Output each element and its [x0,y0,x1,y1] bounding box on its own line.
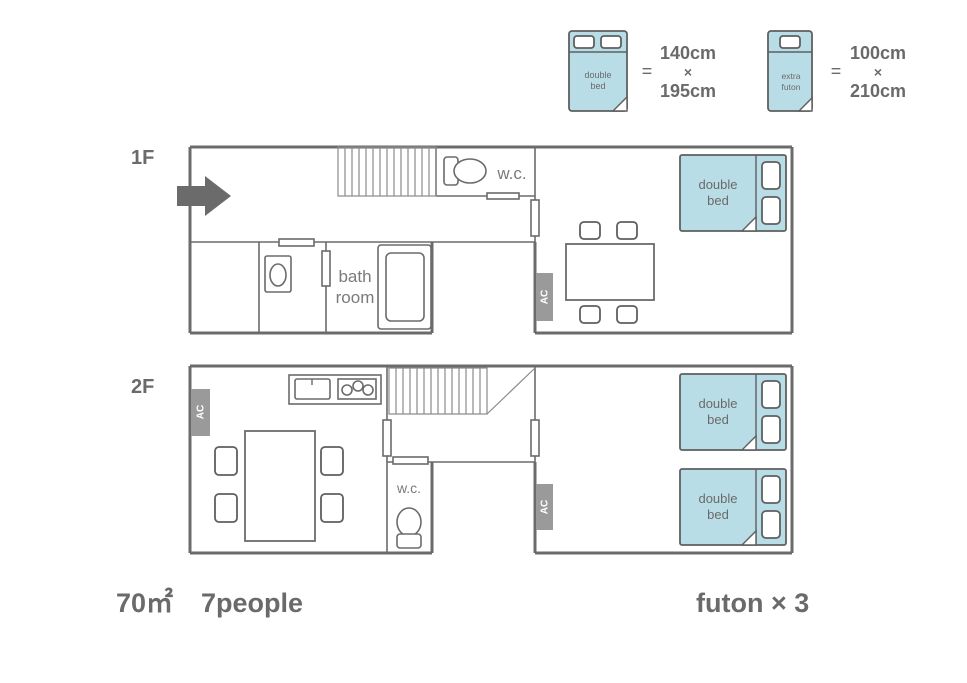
door[interactable] [382,419,392,457]
legend-extra-futon-times: × [874,64,882,80]
entrance-arrow-icon [177,176,231,216]
legend-double-bed-times: × [684,64,692,80]
wc-label: w.c. [496,164,526,183]
ac-label: AC [540,500,551,514]
kitchen-counter [288,374,382,405]
double-bed: double bed [679,373,787,451]
legend-double-bed-width: 140cm [660,43,716,63]
bed-label-2: bed [707,412,729,427]
ac-label: AC [540,290,551,304]
dining-table [214,430,344,542]
legend-double-bed-label-1: double [584,70,611,80]
wc-label: w.c. [396,480,421,496]
floor-1-label: 1F [131,147,154,169]
bathroom-label-2: room [336,288,375,307]
legend-extra-futon-length: 210cm [850,81,906,101]
legend-double-bed-icon [568,30,628,112]
toilet-icon [396,507,422,549]
legend-extra-futon-width: 100cm [850,43,906,63]
bed-label-1: double [698,396,737,411]
stairs [337,146,437,197]
legend-extra-futon-label-2: futon [782,82,801,92]
door[interactable] [530,199,540,237]
door[interactable] [321,250,331,287]
toilet-icon [443,156,487,186]
legend-double-bed-length: 195cm [660,81,716,101]
air-conditioner [536,484,553,530]
floor-2-label: 2F [131,376,154,398]
door[interactable] [278,238,315,247]
legend-extra-futon: extra futon = 100cm × 210cm [767,30,906,112]
legend-extra-futon-label-1: extra [782,71,801,81]
air-conditioner [536,273,553,321]
capacity-text: 7people [201,588,303,618]
legend-extra-futon-equals: = [831,61,842,81]
door[interactable] [392,456,429,465]
pillow-icon [600,35,622,49]
legend-double-bed-label-2: bed [590,81,605,91]
double-bed: double bed [679,154,787,232]
door[interactable] [530,419,540,457]
sink-icon [264,255,292,293]
legend-extra-futon-icon [767,30,813,112]
area-text: 70㎡ [116,587,173,618]
bed-label-2: bed [707,507,729,522]
door[interactable] [486,192,520,200]
floor-1-plan: w.c. bath room AC [177,145,794,335]
bed-label-1: double [698,491,737,506]
ac-label: AC [196,405,207,419]
dining-table [565,221,655,324]
bathtub-icon [377,244,432,330]
pillow-icon [573,35,595,49]
air-conditioner [191,389,210,436]
bed-label-1: double [698,177,737,192]
legend-double-bed-equals: = [642,61,653,81]
stairs [388,367,536,415]
double-bed: double bed [679,468,787,546]
bathroom-label-1: bath [338,267,371,286]
floor-2-plan: AC w.c. AC double bed [188,364,794,555]
bed-label-2: bed [707,193,729,208]
pillow-icon [779,35,801,49]
futon-count-text: futon × 3 [696,588,809,618]
legend-double-bed: double bed = 140cm × 195cm [568,30,716,112]
